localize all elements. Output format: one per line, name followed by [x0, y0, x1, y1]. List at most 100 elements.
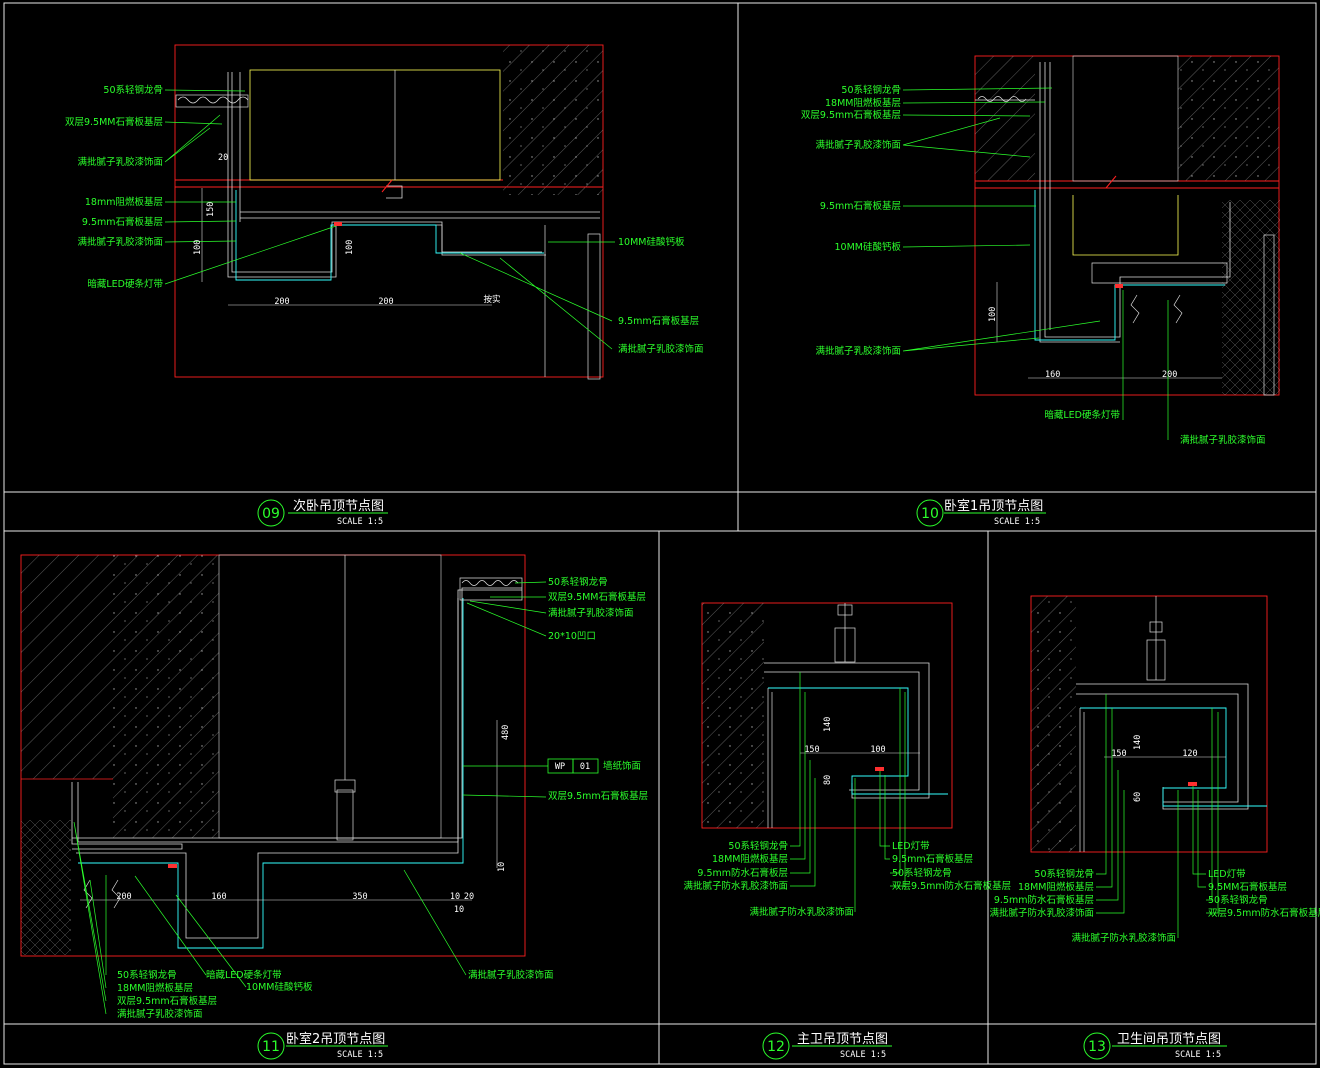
svg-text:SCALE 1:5: SCALE 1:5 — [1175, 1050, 1221, 1060]
svg-text:满批腻子乳胶漆饰面: 满批腻子乳胶漆饰面 — [117, 1008, 203, 1020]
label-fireproof-board: 18mm阻燃板基层 — [85, 196, 163, 208]
svg-text:双层9.5mm石膏板基层: 双层9.5mm石膏板基层 — [117, 995, 217, 1007]
svg-text:50系轻钢龙骨: 50系轻钢龙骨 — [892, 867, 952, 879]
svg-text:350: 350 — [352, 892, 367, 902]
svg-text:200: 200 — [1162, 370, 1177, 380]
svg-text:10: 10 — [497, 862, 507, 872]
svg-text:80: 80 — [823, 775, 833, 785]
title-09: 次卧吊顶节点图 — [293, 498, 384, 514]
svg-text:双层9.5MM石膏板基层: 双层9.5MM石膏板基层 — [548, 591, 646, 603]
label-calcium-silicate: 10MM硅酸钙板 — [618, 236, 685, 248]
panel-10-drawing — [974, 55, 1280, 396]
label-putty-paint: 满批腻子乳胶漆饰面 — [77, 156, 163, 168]
svg-text:50系轻钢龙骨: 50系轻钢龙骨 — [548, 576, 608, 588]
svg-text:墙纸饰面: 墙纸饰面 — [603, 760, 641, 772]
svg-text:480: 480 — [501, 725, 511, 740]
panel-12-drawing — [701, 602, 953, 829]
svg-text:50系轻钢龙骨: 50系轻钢龙骨 — [1208, 894, 1268, 906]
svg-text:9.5mm防水石膏板基层: 9.5mm防水石膏板基层 — [994, 894, 1094, 906]
panel-11-labels: 50系轻钢龙骨 双层9.5MM石膏板基层 满批腻子乳胶漆饰面 20*10凹口 墙… — [116, 576, 648, 1020]
title-11: 卧室2吊顶节点图 — [286, 1031, 385, 1047]
svg-text:100: 100 — [193, 240, 203, 255]
label-putty-paint: 满批腻子乳胶漆饰面 — [77, 236, 163, 248]
svg-text:20: 20 — [218, 153, 228, 163]
panel-10-labels: 50系轻钢龙骨 18MM阻燃板基层 双层9.5mm石膏板基层 满批腻子乳胶漆饰面… — [801, 84, 1266, 446]
svg-text:LED灯带: LED灯带 — [1208, 869, 1246, 880]
svg-text:满批腻子防水乳胶漆饰面: 满批腻子防水乳胶漆饰面 — [683, 880, 788, 892]
svg-text:WP: WP — [555, 762, 565, 772]
title-13: 卫生间吊顶节点图 — [1117, 1032, 1221, 1047]
svg-text:200: 200 — [378, 297, 393, 307]
svg-text:20*10凹口: 20*10凹口 — [548, 631, 596, 642]
panel-12-leaders — [790, 672, 906, 912]
svg-text:100: 100 — [870, 745, 885, 755]
svg-text:50系轻钢龙骨: 50系轻钢龙骨 — [1034, 868, 1094, 880]
panel-11-leaders — [73, 581, 548, 1015]
svg-text:11: 11 — [262, 1039, 280, 1055]
svg-text:10MM硅酸钙板: 10MM硅酸钙板 — [246, 981, 313, 993]
svg-text:50系轻钢龙骨: 50系轻钢龙骨 — [728, 840, 788, 852]
label-gypsum-base: 9.5mm石膏板基层 — [82, 216, 163, 228]
svg-text:SCALE 1:5: SCALE 1:5 — [840, 1050, 886, 1060]
label-led-strip: 暗藏LED硬条灯带 — [87, 278, 163, 290]
svg-text:SCALE 1:5: SCALE 1:5 — [994, 517, 1040, 527]
label-light-steel-keel: 50系轻钢龙骨 — [103, 84, 163, 96]
panel-10-leaders — [902, 87, 1169, 440]
svg-text:100: 100 — [988, 307, 998, 322]
panel-13-title: 13 卫生间吊顶节点图 SCALE 1:5 — [1083, 1032, 1227, 1060]
svg-text:140: 140 — [823, 717, 833, 732]
panel-13-leaders — [1096, 694, 1219, 938]
panel-12-title: 12 主卫吊顶节点图 SCALE 1:5 — [762, 1032, 892, 1060]
svg-text:150: 150 — [206, 202, 216, 217]
svg-text:满批腻子乳胶漆饰面: 满批腻子乳胶漆饰面 — [815, 139, 901, 151]
svg-text:20: 20 — [464, 892, 474, 902]
panel-10-title: 10 卧室1吊顶节点图 SCALE 1:5 — [916, 498, 1046, 527]
svg-text:12: 12 — [767, 1039, 785, 1055]
title-10: 卧室1吊顶节点图 — [944, 498, 1043, 514]
svg-text:SCALE 1:5: SCALE 1:5 — [337, 517, 383, 527]
svg-text:按实: 按实 — [483, 294, 500, 305]
svg-text:60: 60 — [1133, 792, 1143, 802]
svg-text:满批腻子乳胶漆饰面: 满批腻子乳胶漆饰面 — [468, 969, 554, 981]
svg-text:150: 150 — [1111, 749, 1126, 759]
sheet-frame — [3, 2, 1317, 1065]
panel-09-title: 09 次卧吊顶节点图 SCALE 1:5 — [257, 498, 388, 527]
svg-text:满批腻子防水乳胶漆饰面: 满批腻子防水乳胶漆饰面 — [749, 906, 854, 918]
svg-text:双层9.5mm防水石膏板基层: 双层9.5mm防水石膏板基层 — [892, 880, 1011, 892]
panel-13-drawing — [1030, 595, 1268, 853]
svg-text:满批腻子乳胶漆饰面: 满批腻子乳胶漆饰面 — [1180, 434, 1266, 446]
svg-text:双层9.5mm石膏板基层: 双层9.5mm石膏板基层 — [548, 790, 648, 802]
label-double-gypsum: 双层9.5MM石膏板基层 — [65, 116, 163, 128]
svg-text:SCALE 1:5: SCALE 1:5 — [337, 1050, 383, 1060]
svg-text:200: 200 — [274, 297, 289, 307]
svg-text:满批腻子乳胶漆饰面: 满批腻子乳胶漆饰面 — [815, 345, 901, 357]
svg-text:13: 13 — [1088, 1039, 1106, 1055]
panel-12-labels: 50系轻钢龙骨 18MM阻燃板基层 9.5mm防水石膏板层 满批腻子防水乳胶漆饰… — [683, 717, 1011, 918]
panel-13-labels: 50系轻钢龙骨 18MM阻燃板基层 9.5mm防水石膏板基层 满批腻子防水乳胶漆… — [989, 735, 1320, 944]
svg-text:18MM阻燃板基层: 18MM阻燃板基层 — [825, 97, 901, 109]
panel-11-drawing — [20, 554, 599, 957]
svg-text:18MM阻燃板基层: 18MM阻燃板基层 — [117, 982, 193, 994]
svg-text:双层9.5mm石膏板基层: 双层9.5mm石膏板基层 — [801, 109, 901, 121]
svg-text:暗藏LED硬条灯带: 暗藏LED硬条灯带 — [206, 969, 282, 981]
panel-09-leaders — [164, 89, 615, 350]
title-12: 主卫吊顶节点图 — [797, 1032, 888, 1047]
label-putty-paint: 满批腻子乳胶漆饰面 — [618, 343, 704, 355]
svg-text:150: 150 — [804, 745, 819, 755]
svg-text:160: 160 — [1045, 370, 1060, 380]
svg-text:50系轻钢龙骨: 50系轻钢龙骨 — [117, 969, 177, 981]
svg-text:10: 10 — [454, 905, 464, 915]
svg-text:01: 01 — [580, 762, 590, 772]
svg-text:120: 120 — [1182, 749, 1197, 759]
svg-text:暗藏LED硬条灯带: 暗藏LED硬条灯带 — [1044, 409, 1120, 421]
svg-text:满批腻子乳胶漆饰面: 满批腻子乳胶漆饰面 — [548, 607, 634, 619]
svg-text:10MM硅酸钙板: 10MM硅酸钙板 — [835, 241, 902, 253]
svg-text:10: 10 — [450, 892, 460, 902]
panel-09-drawing — [174, 44, 604, 380]
svg-text:9.5mm石膏板基层: 9.5mm石膏板基层 — [892, 853, 973, 865]
svg-text:160: 160 — [211, 892, 226, 902]
svg-text:140: 140 — [1133, 735, 1143, 750]
svg-text:50系轻钢龙骨: 50系轻钢龙骨 — [841, 84, 901, 96]
svg-text:LED灯带: LED灯带 — [892, 841, 930, 852]
